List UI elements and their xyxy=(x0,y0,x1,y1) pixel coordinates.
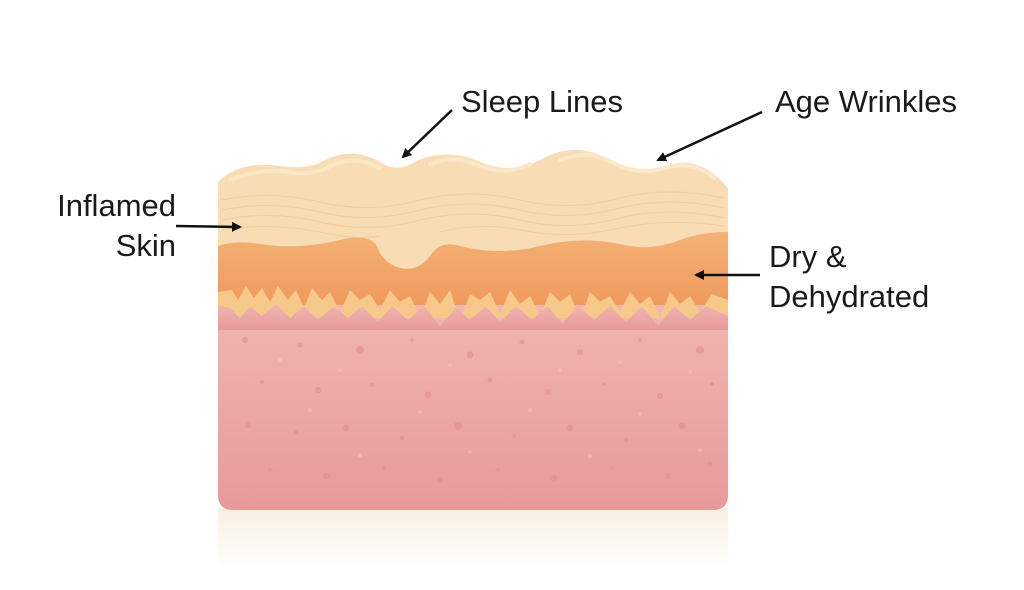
surface-texture-lines xyxy=(221,191,725,238)
fringe-border xyxy=(218,286,728,322)
inflamed-skin-label-line-1: Inflamed xyxy=(57,188,176,223)
surface-highlight xyxy=(228,152,717,182)
dermis-layer xyxy=(218,300,728,510)
inflamed-skin-label-line-2: Skin xyxy=(115,228,176,263)
dry-dehydrated-label-line-1: Dry & xyxy=(769,239,847,274)
sleep-lines-label: Sleep Lines xyxy=(461,84,624,119)
inflamed-skin-arrow xyxy=(175,221,242,232)
dry-dehydrated-label: Dry & Dehydrated xyxy=(769,237,929,317)
age-wrinkles-arrow xyxy=(656,110,763,162)
dermis-spots xyxy=(242,337,714,484)
base-shadow xyxy=(218,508,728,568)
dry-dehydrated-label-line-2: Dehydrated xyxy=(769,279,930,314)
dermis-spots-light xyxy=(278,358,702,458)
sleep-lines-arrow xyxy=(401,109,453,159)
surface-layer xyxy=(218,150,728,269)
fringe-lower xyxy=(218,304,728,330)
age-wrinkles-label: Age Wrinkles xyxy=(775,84,958,119)
inflamed-skin-label: Inflamed Skin xyxy=(30,186,176,266)
